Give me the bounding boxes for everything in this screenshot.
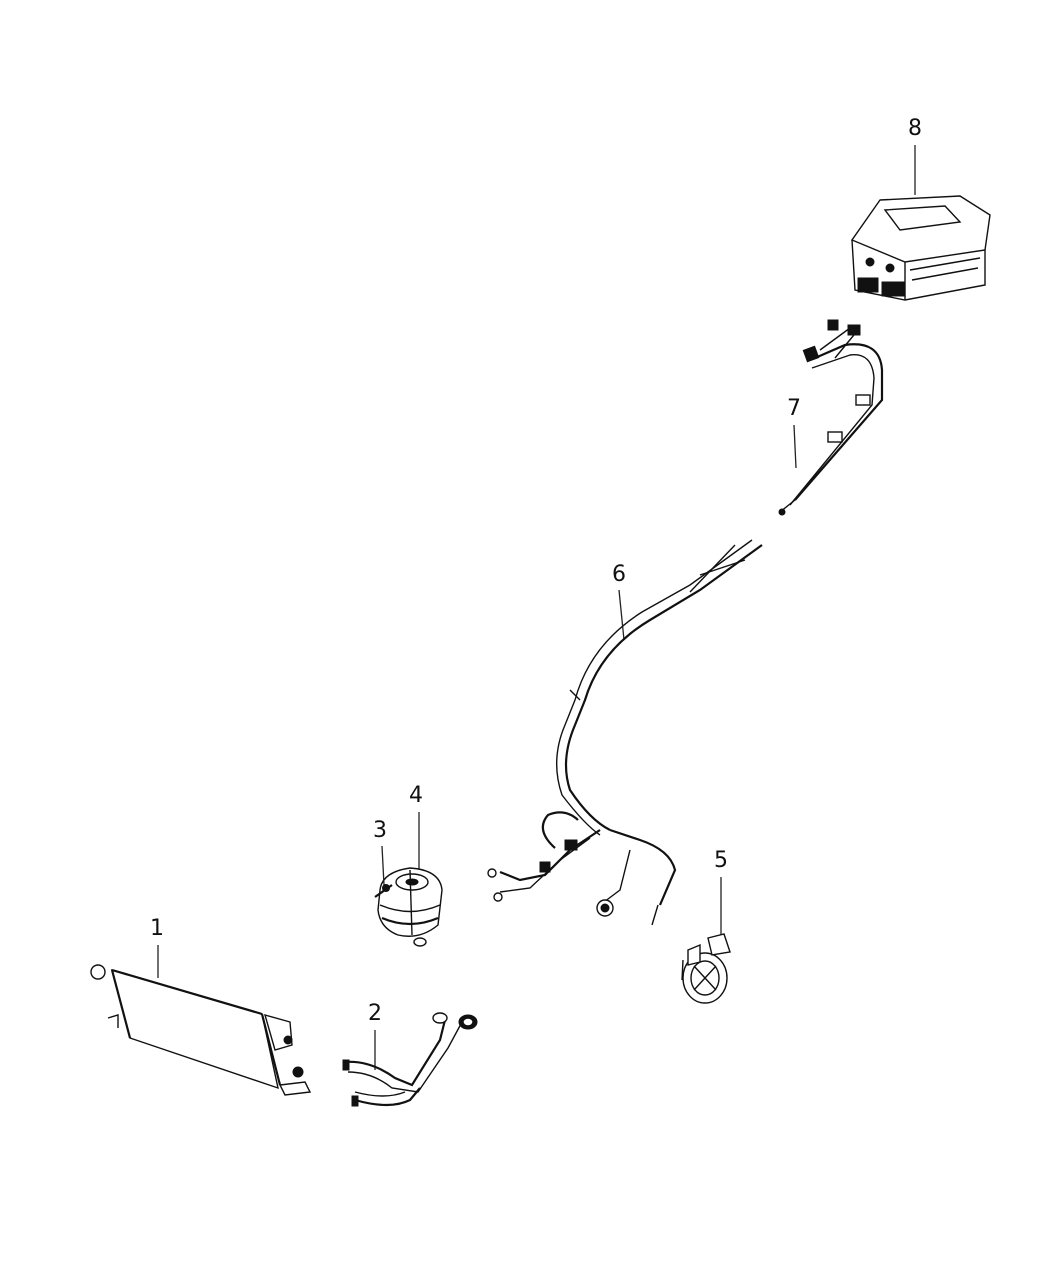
callout-3: 3 [373,818,387,843]
part-4-reservoir[interactable] [377,812,443,947]
callout-2: 2 [368,1001,382,1026]
callout-6: 6 [612,562,626,587]
part-3-bolt[interactable] [374,845,393,898]
part-2-hose[interactable] [342,1012,478,1107]
part-8-module[interactable] [850,145,991,301]
part-6-hose-harness[interactable] [487,539,763,926]
callout-4: 4 [409,783,423,808]
callout-5: 5 [714,848,728,873]
part-1-radiator[interactable] [90,945,312,1096]
callout-1: 1 [150,916,164,941]
callout-7: 7 [787,396,801,421]
part-7-tube-assembly[interactable] [778,319,884,516]
callout-8: 8 [908,116,922,141]
part-5-pump[interactable] [681,877,731,1004]
